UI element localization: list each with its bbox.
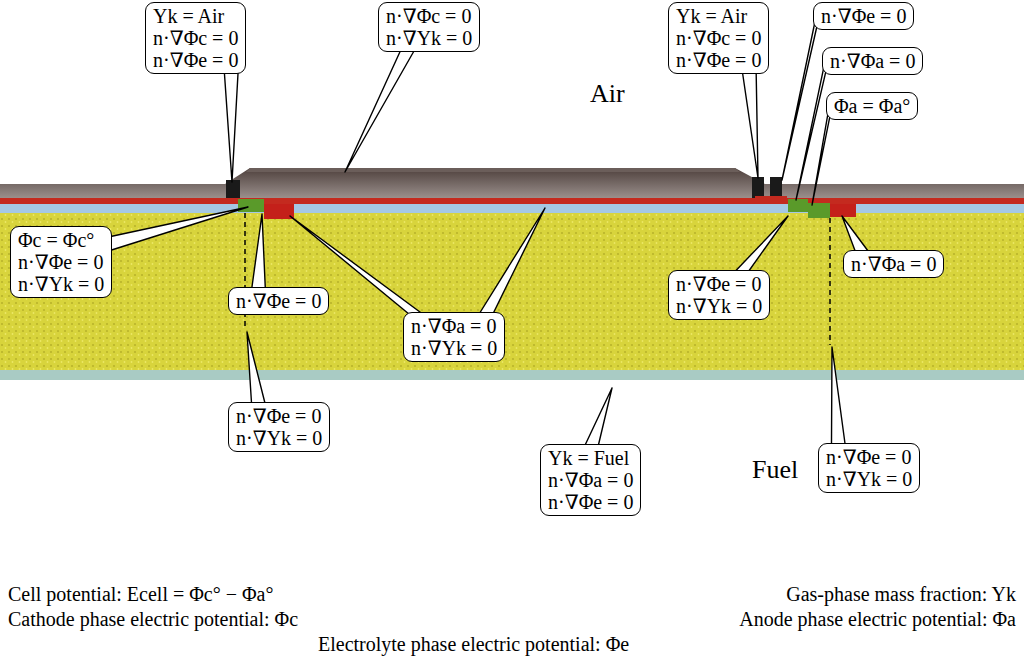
boundary-condition: Φc = Φc° — [18, 229, 104, 251]
callout-bubble: n·∇Φa = 0 — [843, 250, 944, 278]
callout-bubble: n·∇Φe = 0n·∇Yk = 0 — [228, 402, 330, 452]
boundary-condition: n·∇Φe = 0 — [676, 273, 762, 295]
boundary-condition: n·∇Φa = 0 — [411, 315, 497, 337]
definition-note: Gas-phase mass fraction: Yk — [786, 583, 1016, 605]
callout-tail — [742, 70, 758, 178]
callout-tail — [782, 12, 817, 180]
electrolyte-layer — [0, 203, 1024, 213]
interconnect-block — [788, 199, 808, 212]
interconnect-block — [808, 203, 830, 218]
cathode-functional-layer — [0, 198, 1024, 204]
callout-tail — [842, 216, 870, 254]
callout-tail — [831, 347, 845, 447]
callout-bubble: n·∇Φc = 0n·∇Yk = 0 — [378, 2, 480, 52]
definition-note: Cathode phase electric potential: Φc — [8, 608, 298, 630]
boundary-condition: n·∇Yk = 0 — [18, 273, 104, 295]
boundary-condition: n·∇Φe = 0 — [821, 5, 906, 27]
callout-bubble: Yk = Fueln·∇Φa = 0n·∇Φe = 0 — [540, 444, 641, 516]
region-label: Air — [590, 79, 625, 108]
definition-note: Cell potential: Ecell = Φc° − Φa° — [8, 583, 274, 605]
boundary-condition: n·∇Φa = 0 — [830, 50, 915, 72]
current-collector — [752, 177, 764, 198]
boundary-condition: n·∇Yk = 0 — [236, 427, 322, 449]
boundary-condition: n·∇Φe = 0 — [18, 251, 104, 273]
callout-bubble: Φa = Φa° — [826, 92, 918, 120]
callout-bubble: n·∇Φe = 0 — [813, 2, 914, 30]
callout-bubble: n·∇Φe = 0 — [228, 287, 329, 315]
callout-tail — [108, 207, 248, 251]
callout-tail — [345, 48, 416, 172]
callout-tail — [247, 332, 266, 406]
callout-tail — [584, 388, 612, 448]
definition-note: Anode phase electric potential: Φa — [739, 608, 1016, 630]
callout-tail — [224, 70, 238, 182]
definition-note: Gas-phase mass fraction: Yk — [786, 583, 1016, 605]
anode-contact-block — [830, 204, 856, 217]
callout-bubble: n·∇Φe = 0n·∇Yk = 0 — [818, 443, 920, 493]
definition-note: Anode phase electric potential: Φa — [739, 608, 1016, 630]
boundary-condition: Yk = Fuel — [548, 447, 633, 469]
boundary-condition: n·∇Yk = 0 — [411, 337, 497, 359]
boundary-condition: n·∇Φe = 0 — [826, 446, 912, 468]
boundary-condition: n·∇Φe = 0 — [236, 405, 322, 427]
boundary-condition: n·∇Yk = 0 — [386, 27, 472, 49]
boundary-condition: n·∇Φc = 0 — [676, 27, 761, 49]
callout-tail — [478, 208, 545, 316]
region-label: Fuel — [752, 455, 798, 484]
anode-contact-block — [264, 204, 294, 219]
callout-bubble: n·∇Φa = 0n·∇Yk = 0 — [403, 312, 505, 362]
boundary-condition: n·∇Φa = 0 — [851, 253, 936, 275]
callout-tail — [796, 57, 826, 200]
boundary-condition: n·∇Φe = 0 — [676, 49, 761, 71]
boundary-condition: n·∇Yk = 0 — [826, 468, 912, 490]
anode-surface — [0, 370, 1024, 380]
definition-note: Electrolyte phase electric potential: Φe — [318, 633, 629, 655]
boundary-condition: n·∇Φe = 0 — [153, 49, 238, 71]
callout-tail — [812, 102, 830, 205]
region-label: Air — [590, 80, 625, 108]
boundary-condition: n·∇Φe = 0 — [548, 491, 633, 513]
region-label: Fuel — [752, 456, 798, 484]
definition-note: Cell potential: Ecell = Φc° − Φa° — [8, 583, 274, 605]
callout-tail — [733, 216, 788, 274]
boundary-condition: n·∇Yk = 0 — [676, 295, 762, 317]
interconnect-block — [238, 199, 264, 212]
boundary-condition: n·∇Φa = 0 — [548, 469, 633, 491]
callout-bubble: n·∇Φe = 0n·∇Yk = 0 — [668, 270, 770, 320]
cathode-block — [755, 196, 787, 204]
callout-bubble: n·∇Φa = 0 — [822, 47, 923, 75]
callout-tail — [251, 214, 265, 291]
boundary-condition: Yk = Air — [676, 5, 761, 27]
cathode-layer — [0, 168, 1024, 198]
callout-bubble: Yk = Airn·∇Φc = 0n·∇Φe = 0 — [145, 2, 246, 74]
callout-bubble: Yk = Airn·∇Φc = 0n·∇Φe = 0 — [668, 2, 769, 74]
definition-note: Cathode phase electric potential: Φc — [8, 608, 298, 630]
boundary-condition: Yk = Air — [153, 5, 238, 27]
symmetry-line — [829, 218, 831, 345]
boundary-condition: Φa = Φa° — [834, 95, 910, 117]
boundary-condition: n·∇Φe = 0 — [236, 290, 321, 312]
current-collector — [770, 177, 782, 198]
callout-bubble: Φc = Φc°n·∇Φe = 0n·∇Yk = 0 — [10, 226, 112, 298]
current-collector — [226, 180, 240, 198]
cathode-top-face — [246, 168, 740, 172]
definition-note: Electrolyte phase electric potential: Φe — [318, 633, 629, 655]
boundary-condition: n·∇Φc = 0 — [153, 27, 238, 49]
boundary-condition: n·∇Φc = 0 — [386, 5, 472, 27]
